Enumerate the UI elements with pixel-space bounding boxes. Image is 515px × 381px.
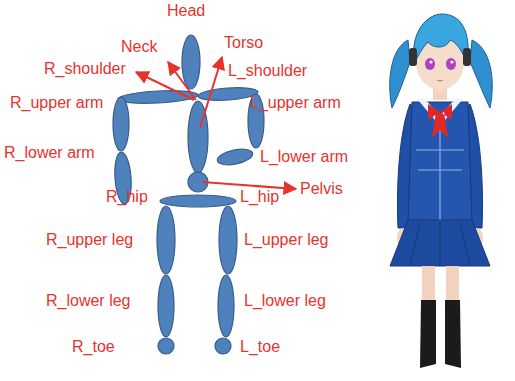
arm-bone [113,97,129,151]
boot [420,300,436,368]
part-label: R_upper leg [46,231,133,249]
part-label: R_lower arm [4,144,95,162]
shoulder-bone [198,86,259,102]
toe-joint [158,338,174,354]
leg [422,266,435,302]
part-label: L_upper arm [250,94,341,112]
part-label: Torso [224,34,263,52]
eye [425,58,435,70]
headphone [463,48,471,66]
toe-joint [215,338,231,354]
part-label: Neck [121,38,157,56]
red-bow [428,104,452,138]
hip-bone [160,195,236,207]
part-label: R_shoulder [44,60,126,78]
skirt [390,220,490,266]
leg [446,266,459,302]
hair [470,40,492,108]
leader-arrow [200,57,222,128]
part-label: Head [167,2,205,20]
part-label: R_upper arm [10,94,103,112]
part-label: L_toe [240,338,280,356]
part-label: L_shoulder [228,62,307,80]
leader-arrow [202,182,296,189]
hair [413,14,468,64]
part-label: R_lower leg [46,292,130,310]
leg-bone [219,206,237,274]
headphone [409,48,417,66]
part-label: Pelvis [300,180,343,198]
part-label: L_lower arm [260,148,348,166]
arm-bone [216,146,254,167]
part-label: R_toe [72,338,115,356]
part-label: L_hip [240,188,279,206]
head-bone [182,35,200,89]
leader-arrow [136,72,194,100]
leg-bone [158,275,174,337]
leg-bone [218,275,234,337]
boot [445,300,461,368]
jacket [408,102,472,222]
part-label: L_lower leg [244,292,326,310]
eye [446,58,456,70]
part-label: R_hip [106,188,148,206]
part-label: L_upper leg [244,231,329,249]
leg-bone [157,206,175,274]
hair [390,40,410,108]
